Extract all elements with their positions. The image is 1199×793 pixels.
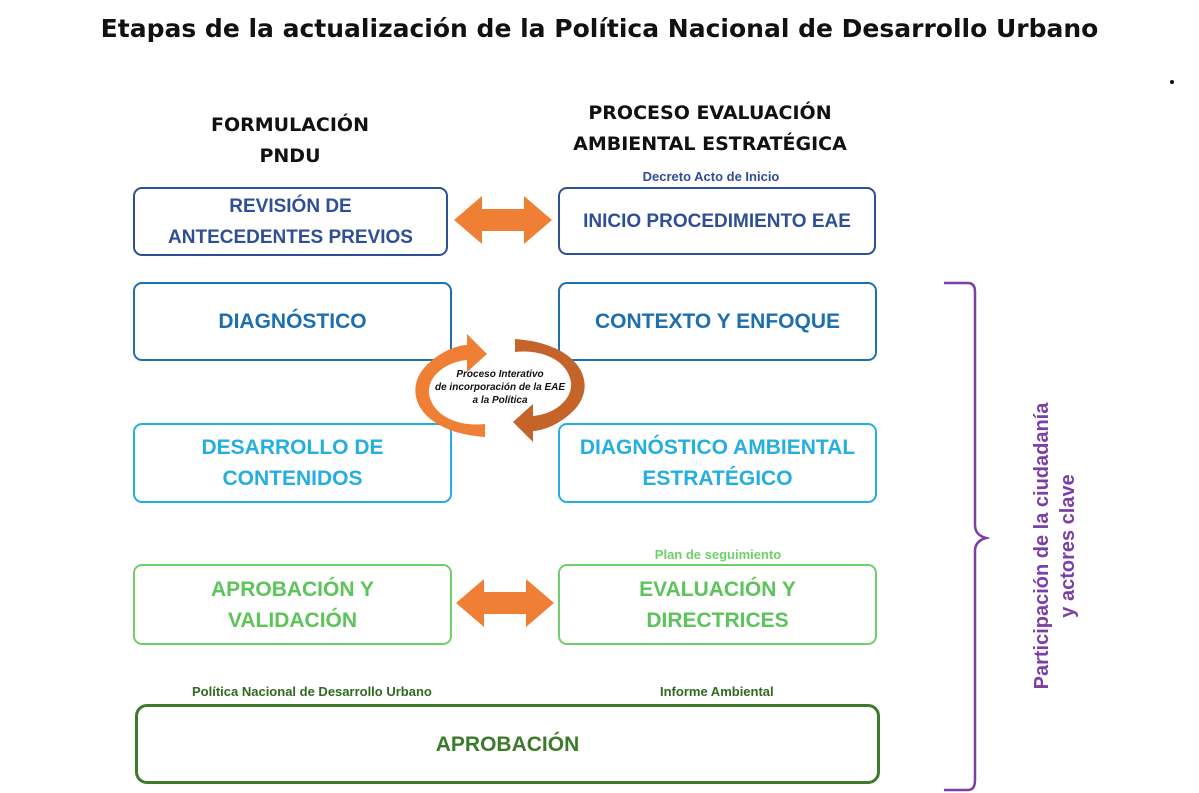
header-line: PROCESO EVALUACIÓN [588, 102, 832, 124]
box-line: EVALUACIÓN Y [639, 577, 796, 601]
cycle-line: a la Política [472, 395, 528, 406]
box-line: CONTENIDOS [222, 467, 363, 490]
diagram-title: Etapas de la actualización de la Polític… [100, 14, 1099, 43]
box-line: DIRECTRICES [646, 608, 789, 632]
dot [1170, 80, 1174, 84]
box-revision-antecedentes: REVISIÓN DE ANTECEDENTES PREVIOS [133, 187, 448, 256]
box-line: REVISIÓN DE [229, 195, 352, 217]
box-contexto-enfoque: CONTEXTO Y ENFOQUE [558, 282, 877, 361]
note-plan: Plan de seguimiento [654, 547, 782, 562]
box-line: DESARROLLO DE [201, 436, 384, 459]
header-line: PNDU [259, 145, 321, 167]
box-line: INICIO PROCEDIMIENTO EAE [583, 210, 851, 232]
box-diagnostico: DIAGNÓSTICO [133, 282, 452, 361]
box-line: ESTRATÉGICO [642, 467, 793, 490]
box-inicio-eae: INICIO PROCEDIMIENTO EAE [558, 187, 876, 255]
box-aprobacion-validacion: APROBACIÓN Y VALIDACIÓN [133, 564, 452, 645]
box-line: CONTEXTO Y ENFOQUE [594, 310, 841, 333]
side-label-line: y actores clave [1057, 474, 1079, 618]
box-line: VALIDACIÓN [227, 608, 358, 632]
cycle-label: Proceso Interativo de incorporación de la… [425, 368, 575, 407]
header-line: AMBIENTAL ESTRATÉGICA [573, 133, 847, 155]
box-aprobacion-final: APROBACIÓN [135, 704, 880, 784]
curly-brace-icon [944, 281, 990, 792]
note-politica: Política Nacional de Desarrollo Urbano [192, 684, 432, 699]
cycle-line: Proceso Interativo [456, 369, 544, 380]
cycle-line: de incorporación de la EAE [434, 382, 566, 393]
box-line: DIAGNÓSTICO AMBIENTAL [579, 436, 856, 459]
header-eae: PROCESO EVALUACIÓN AMBIENTAL ESTRATÉGICA [540, 98, 880, 160]
box-diagnostico-ambiental: DIAGNÓSTICO AMBIENTAL ESTRATÉGICO [558, 423, 877, 503]
box-desarrollo-contenidos: DESARROLLO DE CONTENIDOS [133, 423, 452, 503]
double-arrow-icon [456, 579, 554, 627]
box-evaluacion-directrices: EVALUACIÓN Y DIRECTRICES [558, 564, 877, 645]
header-line: FORMULACIÓN [211, 114, 369, 136]
box-line: APROBACIÓN [435, 732, 580, 756]
double-arrow-icon [454, 196, 552, 244]
box-line: ANTECEDENTES PREVIOS [168, 226, 413, 248]
box-line: APROBACIÓN Y [211, 577, 374, 601]
note-decreto: Decreto Acto de Inicio [642, 169, 780, 184]
cycle-arrows-icon [415, 334, 585, 442]
box-line: DIAGNÓSTICO [218, 310, 367, 333]
side-label-line: Participación de la ciudadanía [1031, 402, 1053, 690]
header-formulacion: FORMULACIÓN PNDU [170, 110, 410, 172]
note-informe: Informe Ambiental [660, 684, 774, 699]
